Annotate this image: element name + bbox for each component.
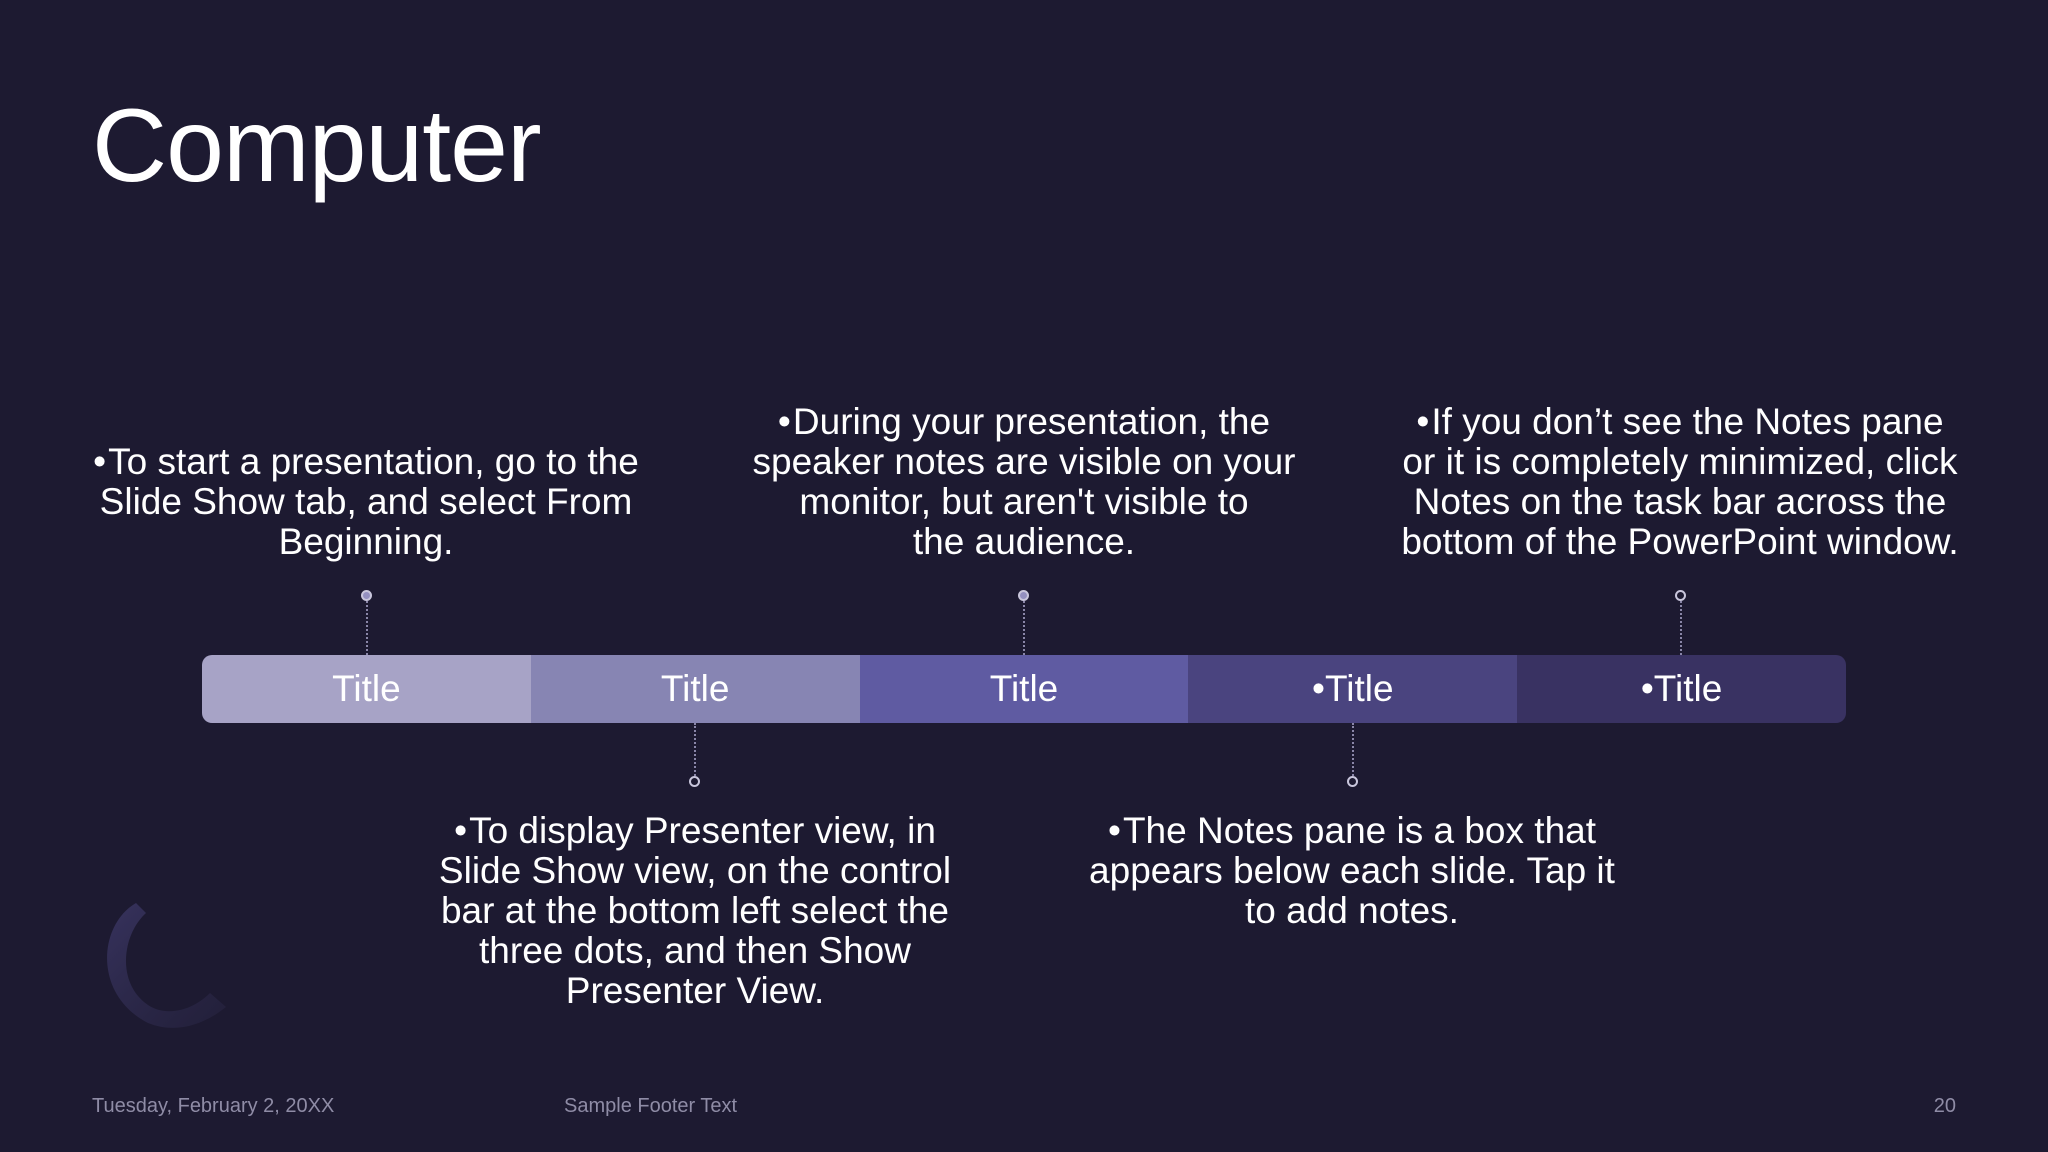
timeline-note-text: To display Presenter view, in Slide Show… xyxy=(438,810,952,1011)
timeline-segment-4: •Title xyxy=(1188,655,1518,723)
bullet-icon: • xyxy=(454,810,468,851)
timeline-note-text: If you don’t see the Notes pane or it is… xyxy=(1401,401,1959,562)
slide-title: Computer xyxy=(92,88,542,204)
timeline-dot xyxy=(361,590,372,601)
timeline-note-1: •To start a presentation, go to the Slid… xyxy=(86,442,646,562)
slide-number: 20 xyxy=(1933,1095,1956,1117)
timeline-dot xyxy=(1018,590,1029,601)
timeline-connector xyxy=(694,723,696,776)
timeline-note-5: •If you don’t see the Notes pane or it i… xyxy=(1400,402,1960,562)
timeline-dot xyxy=(689,776,700,787)
timeline-note-4: •The Notes pane is a box that appears be… xyxy=(1072,811,1632,931)
footer-date: Tuesday, February 2, 20XX xyxy=(92,1095,335,1117)
bullet-icon: • xyxy=(1416,401,1430,442)
timeline-segment-2: Title xyxy=(530,655,860,723)
swirl-icon xyxy=(107,903,226,1028)
timeline-dot xyxy=(1675,590,1686,601)
timeline-connector xyxy=(1023,601,1025,655)
footer-text: Sample Footer Text xyxy=(564,1095,738,1117)
bullet-icon: • xyxy=(777,401,791,442)
timeline-note-text: During your presentation, the speaker no… xyxy=(752,401,1321,562)
timeline-note-3: •During your presentation, the speaker n… xyxy=(744,402,1304,562)
timeline-connector xyxy=(366,601,368,655)
timeline-bar: Title Title Title •Title •Title xyxy=(202,655,1846,723)
timeline-note-text: To start a presentation, go to the Slide… xyxy=(99,441,639,562)
timeline-segment-3: Title xyxy=(859,655,1189,723)
timeline-connector xyxy=(1352,723,1354,776)
bullet-icon: • xyxy=(93,441,107,482)
timeline-note-text: The Notes pane is a box that appears bel… xyxy=(1089,810,1615,931)
timeline-connector xyxy=(1680,601,1682,655)
timeline-segment-1: Title xyxy=(202,655,531,723)
timeline-segment-5: •Title xyxy=(1517,655,1846,723)
timeline-dot xyxy=(1347,776,1358,787)
timeline-note-2: •To display Presenter view, in Slide Sho… xyxy=(415,811,975,1011)
bullet-icon: • xyxy=(1107,810,1121,851)
